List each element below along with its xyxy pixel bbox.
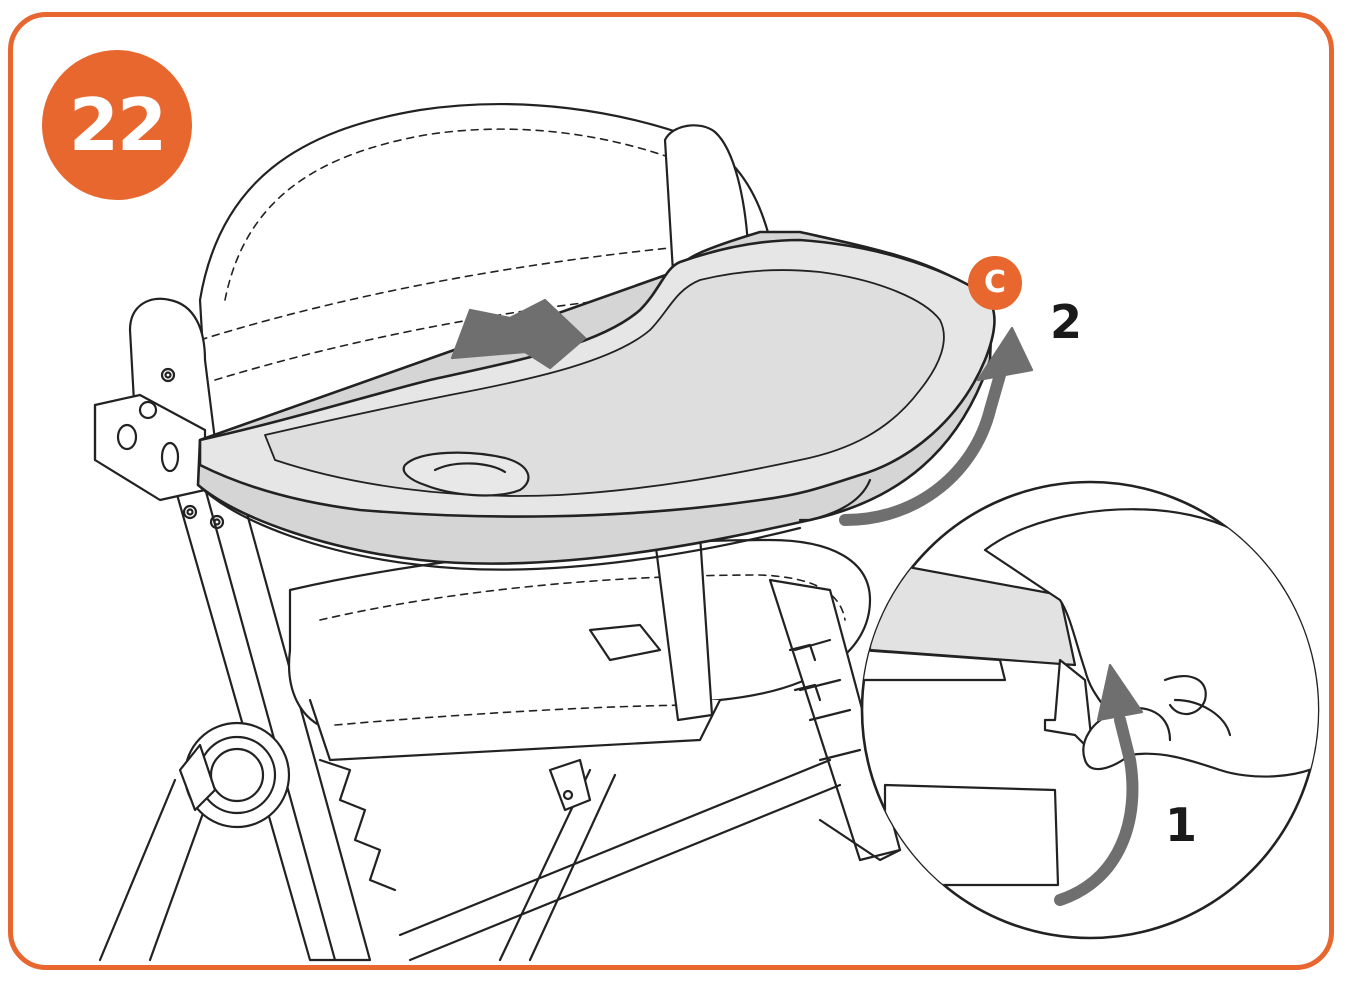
curved-release-arrow-icon [1054,663,1144,906]
sequence-label-2: 2 [1050,295,1083,349]
zoom-inset [860,480,1320,940]
curved-lift-arrow-icon [839,326,1034,526]
part-label-badge: C [968,256,1022,310]
step-number-badge: 22 [42,50,192,200]
push-arrow-icon [450,298,587,370]
chair-seat [288,533,872,762]
tray [196,230,996,571]
chair-wheel [98,721,291,962]
chair-right-frame [398,578,902,962]
sequence-label-1: 1 [1165,798,1198,852]
chair-left-frame [93,297,397,962]
